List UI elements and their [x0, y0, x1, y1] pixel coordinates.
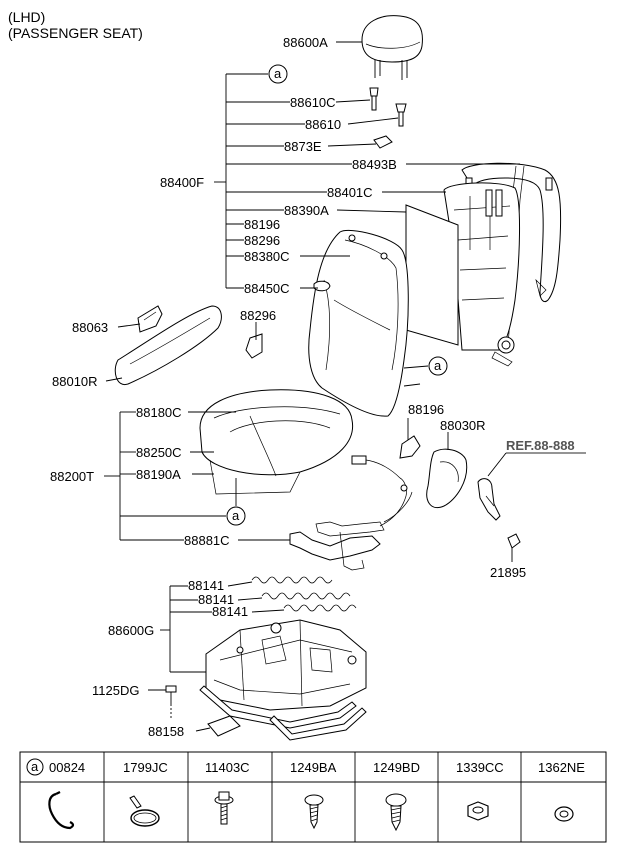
- label-88400f: 88400F: [160, 175, 204, 190]
- tapping-screw-icon: [304, 794, 324, 830]
- bolt-1125dg-drawing: [165, 685, 177, 718]
- hook-clip-icon: [48, 791, 75, 830]
- table-header-1249bd: 1249BD: [373, 760, 420, 775]
- table-callout-a-label: a: [31, 759, 39, 774]
- label-88401c: 88401C: [327, 185, 373, 200]
- label-88600a: 88600A: [283, 35, 328, 50]
- seatback-pad-drawing: [405, 204, 459, 346]
- harness-drawing: [289, 455, 413, 571]
- label-88610c: 88610C: [290, 95, 336, 110]
- seat-cushion-drawing: [199, 389, 354, 495]
- callout-a-cushion-label: a: [232, 508, 240, 523]
- label-88180c: 88180C: [136, 405, 182, 420]
- callout-a-top-label: a: [274, 66, 282, 81]
- label-88600g: 88600G: [108, 623, 154, 638]
- label-88390a: 88390A: [284, 203, 329, 218]
- label-88010r: 88010R: [52, 374, 98, 389]
- label-88610: 88610: [305, 117, 341, 132]
- label-88296: 88296: [244, 233, 280, 248]
- headrest-guides: [369, 87, 407, 127]
- table-callout-a: [26, 758, 44, 776]
- header-lhd: (LHD): [8, 9, 46, 25]
- springs-drawing: [251, 576, 357, 612]
- cable-tie-icon: [129, 795, 160, 827]
- ref-88-888[interactable]: REF.88-888: [506, 438, 575, 453]
- label-88296-b: 88296: [240, 308, 276, 323]
- label-88030r: 88030R: [440, 418, 486, 433]
- seatback-cover-drawing: [308, 229, 421, 417]
- table-header-11403c: 11403C: [205, 760, 250, 775]
- clip-drawing: [373, 135, 393, 149]
- recliner-handle-drawing: [477, 478, 521, 549]
- label-8873e: 8873E: [284, 139, 322, 154]
- label-88063: 88063: [72, 320, 108, 335]
- headrest-drawing: [361, 15, 423, 80]
- table-header-1339cc: 1339CC: [456, 760, 504, 775]
- table-header-00824: 00824: [49, 760, 85, 775]
- label-88450c: 88450C: [244, 281, 290, 296]
- nut-icon: [467, 801, 489, 821]
- label-88881c: 88881C: [184, 533, 230, 548]
- label-21895: 21895: [490, 565, 526, 580]
- cover-88158-drawing: [207, 715, 241, 737]
- callout-a-cushion: [226, 506, 246, 526]
- callout-a-top: [268, 64, 288, 84]
- label-88190a: 88190A: [136, 467, 181, 482]
- table-header-1799jc: 1799JC: [123, 760, 168, 775]
- label-88196: 88196: [244, 217, 280, 232]
- label-88141-2: 88141: [198, 592, 234, 607]
- label-88380c: 88380C: [244, 249, 290, 264]
- flange-bolt-icon: [214, 791, 234, 825]
- seat-track-drawing: [199, 619, 367, 741]
- header-passenger-seat: (PASSENGER SEAT): [8, 25, 143, 41]
- label-1125dg: 1125DG: [92, 683, 139, 698]
- label-88493b: 88493B: [352, 157, 397, 172]
- label-88250c: 88250C: [136, 445, 182, 460]
- parts-table: a 00824 1799JC 11403C 1249BA 1249BD 1339…: [19, 751, 607, 843]
- table-header-1362ne: 1362NE: [538, 760, 585, 775]
- label-88200t: 88200T: [50, 469, 94, 484]
- table-header-1249ba: 1249BA: [290, 760, 337, 775]
- screw-icon: [385, 793, 407, 832]
- side-shield-drawing: [114, 305, 263, 386]
- washer-icon: [554, 806, 574, 822]
- callout-a-back-label: a: [434, 358, 442, 373]
- side-cover-drawing: [399, 435, 468, 508]
- label-88196-b: 88196: [408, 402, 444, 417]
- callout-a-back: [428, 356, 448, 376]
- seatback-frame-drawing: [443, 162, 562, 367]
- label-88141-3: 88141: [212, 604, 248, 619]
- label-88158: 88158: [148, 724, 184, 739]
- label-88141-1: 88141: [188, 578, 224, 593]
